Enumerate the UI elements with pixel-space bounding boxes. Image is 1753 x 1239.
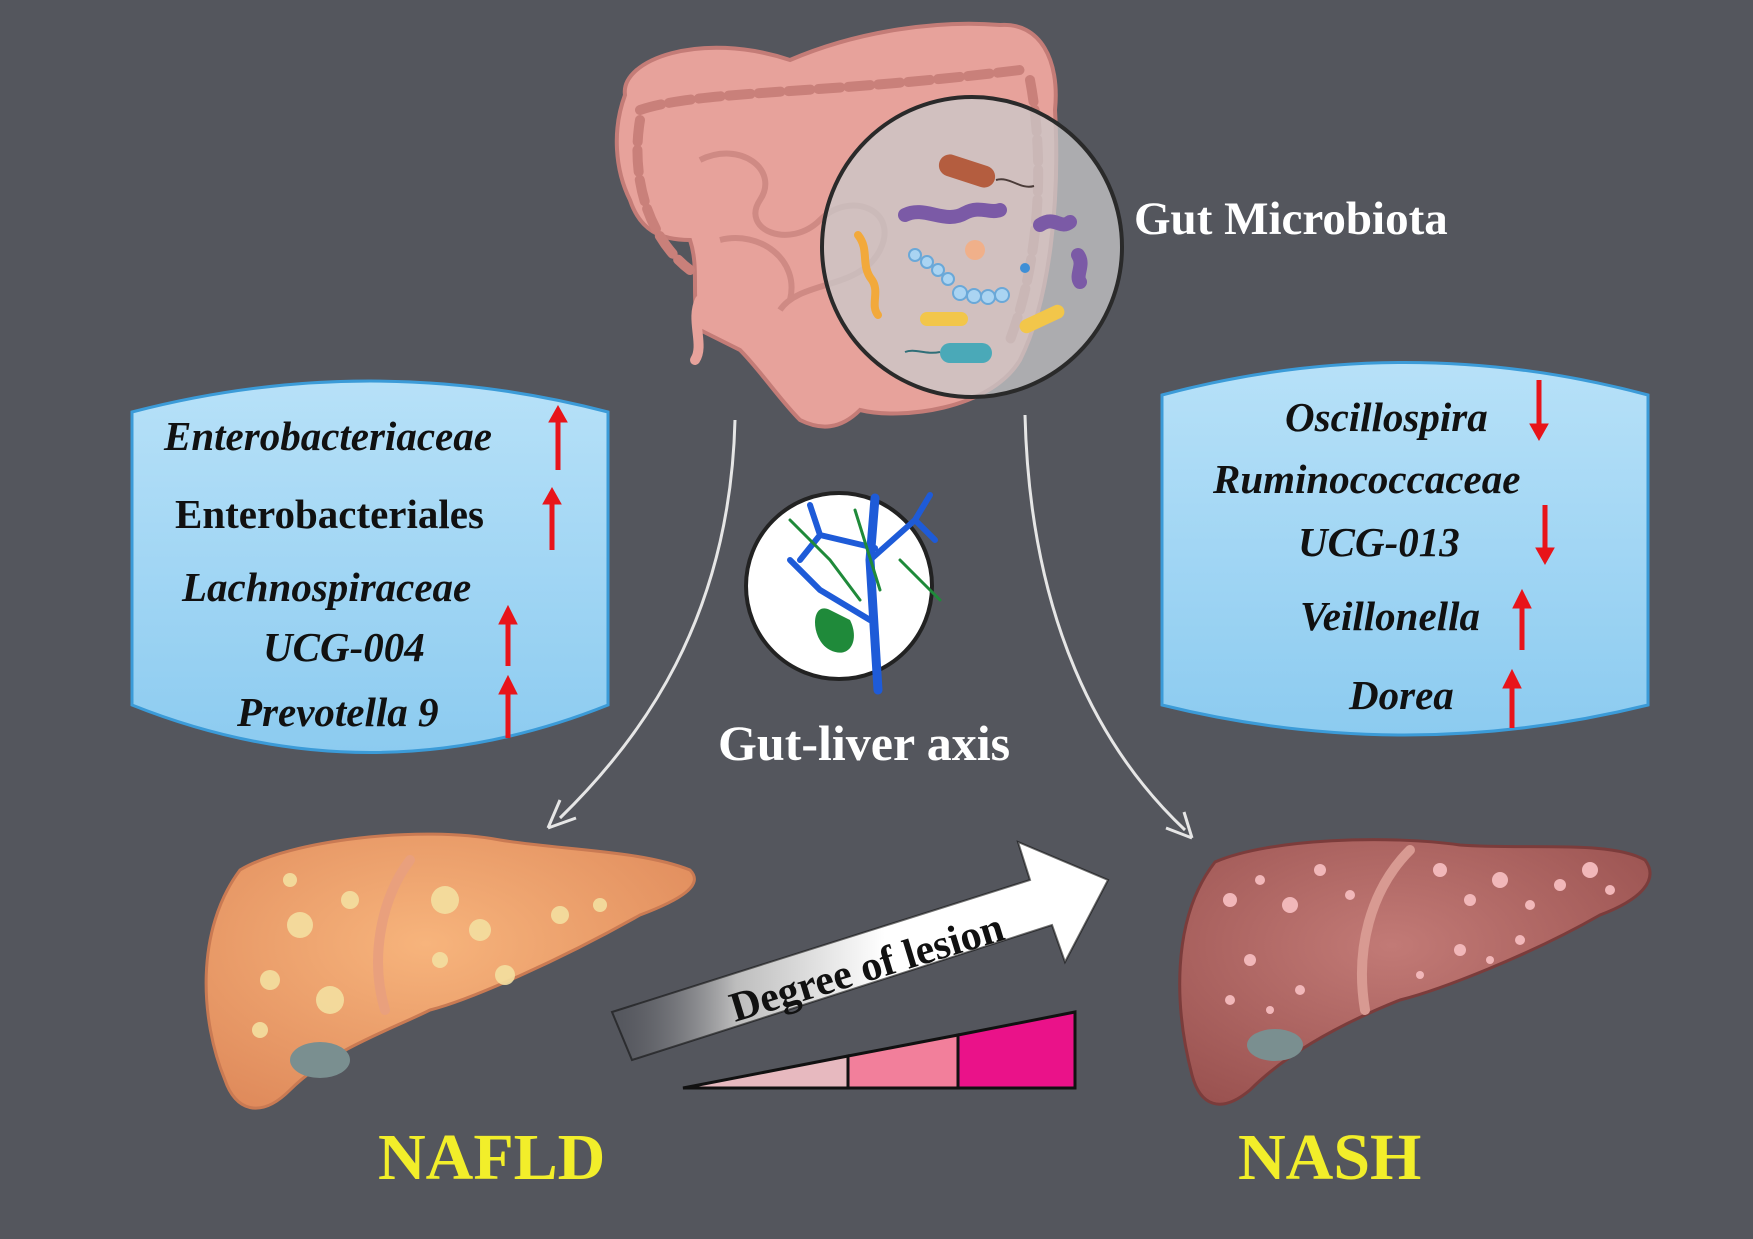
taxon-label: Oscillospira: [1285, 394, 1488, 440]
taxon-label: UCG-004: [263, 624, 425, 670]
right-panel-shape: [1160, 361, 1650, 737]
taxon-label: Veillonella: [1300, 593, 1480, 639]
nafld-liver: [204, 832, 696, 1110]
axis-arrows: [546, 414, 1194, 840]
taxon-label: UCG-013: [1298, 519, 1460, 565]
taxon-label: Lachnospiraceae: [182, 564, 472, 610]
left-panel-shape: [130, 379, 610, 754]
gut-microbiota-title: Gut Microbiota: [1134, 193, 1448, 245]
taxon-label: Dorea: [1349, 672, 1454, 718]
gut-liver-axis-title: Gut-liver axis: [718, 715, 1011, 771]
taxon-label: Enterobacteriales: [175, 491, 484, 537]
severity-wedge: [682, 1010, 1077, 1090]
degree-arrow: [610, 840, 1110, 1062]
bile-duct-icon: [744, 491, 942, 695]
taxon-label: Ruminococcaceae: [1213, 456, 1521, 502]
taxon-label: Prevotella 9: [237, 689, 439, 735]
microbiota-magnifier: [820, 95, 1124, 399]
nafld-label: NAFLD: [378, 1121, 606, 1194]
nash-liver: [1178, 838, 1652, 1106]
taxon-label: Enterobacteriaceae: [164, 413, 492, 459]
nash-label: NASH: [1238, 1121, 1422, 1194]
